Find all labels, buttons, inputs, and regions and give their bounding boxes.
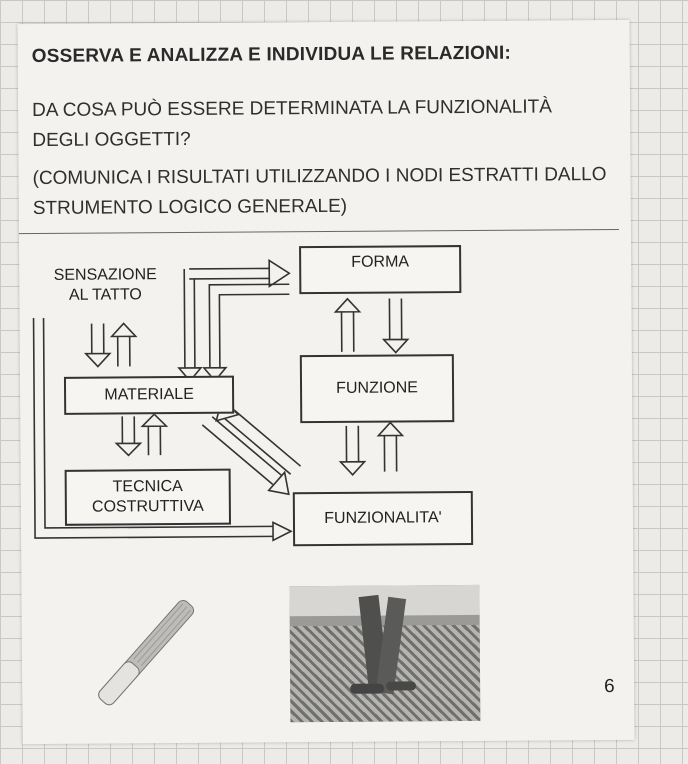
arrow-up-tecnica	[140, 413, 169, 428]
connector-sensazione-forma	[189, 267, 270, 280]
file-tool-image	[98, 599, 195, 706]
node-tecnica-line2: COSTRUTTIVA	[91, 497, 204, 516]
relation-diagram	[32, 258, 410, 542]
arrow-down-sensazione	[83, 352, 112, 368]
arrow-down-materiale	[114, 442, 143, 457]
node-tecnica-costruttiva: TECNICA COSTRUTTIVA	[64, 468, 231, 526]
node-sensazione-line2: AL TATTO	[68, 286, 142, 304]
photo-legs-image	[289, 584, 481, 723]
arrow-head-materiale-1	[177, 367, 203, 383]
arrow-down-forma	[381, 338, 410, 354]
connector-forma-materiale	[208, 283, 290, 368]
connector-sensazione-funzionalita	[32, 317, 274, 539]
node-forma: FORMA	[299, 245, 462, 295]
node-funzionalita: FUNZIONALITA'	[292, 490, 474, 547]
arrow-head-funzionalita-1	[267, 470, 290, 496]
arrow-down-funzione	[338, 460, 367, 476]
arrow-head-funzionalita-2	[272, 521, 293, 542]
arrow-head-materiale-2	[202, 366, 228, 383]
node-sensazione-line1: SENSAZIONE	[53, 266, 157, 284]
arrow-up-funzionalita	[376, 421, 405, 437]
connector-materiale-funzionalita	[201, 416, 284, 485]
node-funzione: FUNZIONE	[299, 354, 455, 424]
arrow-head-forma	[268, 258, 291, 288]
worksheet: OSSERVA E ANALIZZA E INDIVIDUA LE RELAZI…	[17, 19, 635, 745]
page-number: 6	[604, 675, 615, 698]
connector-sensazione-materiale	[183, 268, 196, 368]
node-sensazione-tatto: SENSAZIONE AL TATTO	[25, 265, 185, 306]
arrow-up-funzione	[333, 297, 362, 313]
node-tecnica-line1: TECNICA	[112, 478, 183, 496]
arrow-up-materiale	[109, 322, 138, 338]
node-materiale: MATERIALE	[63, 375, 235, 415]
